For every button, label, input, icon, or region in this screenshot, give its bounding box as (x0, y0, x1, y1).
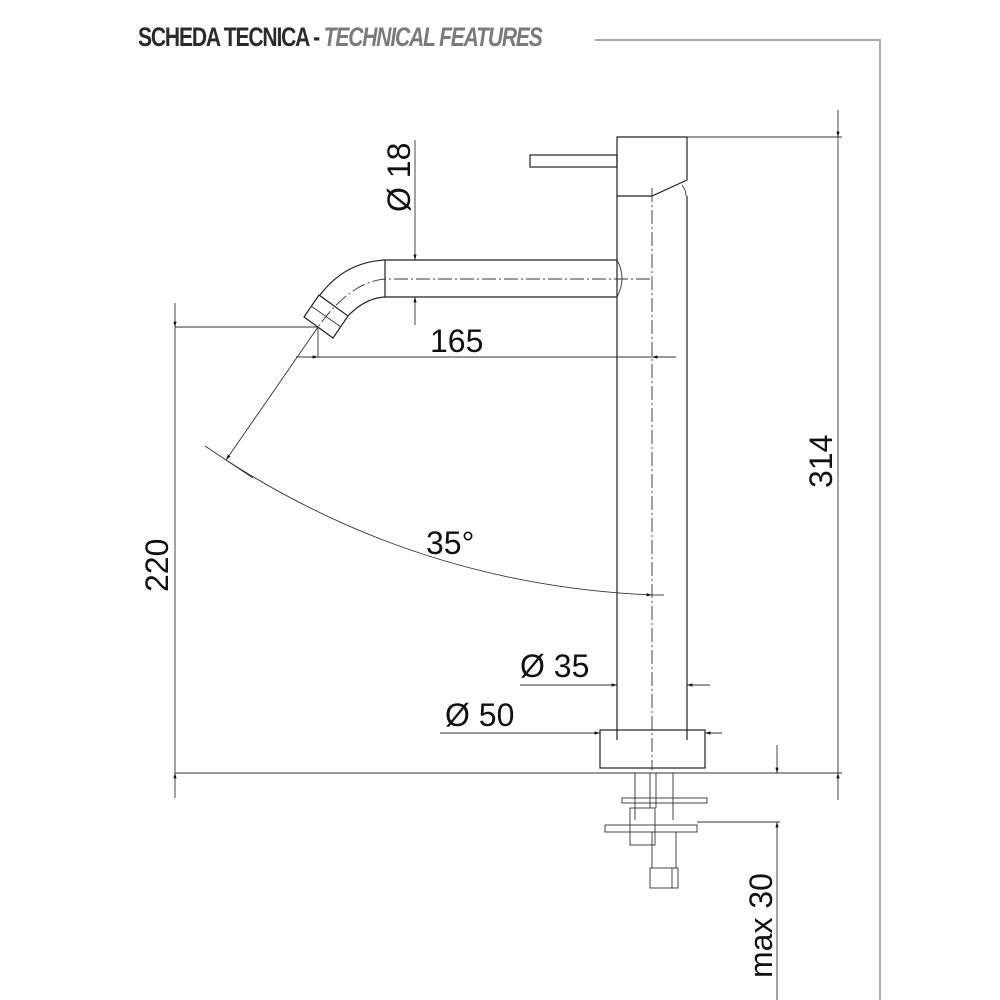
title-english: TECHNICAL FEATURES (323, 22, 543, 52)
label-base-diameter: Ø 50 (445, 697, 514, 733)
lever-handle (529, 154, 618, 168)
label-reach: 165 (430, 323, 483, 359)
frame-lines (595, 39, 881, 1000)
mounting-kit (604, 773, 708, 889)
label-spout-diameter: Ø 18 (381, 143, 417, 212)
label-total-height: 314 (803, 435, 839, 488)
page-title: SCHEDA TECNICA - TECHNICAL FEATURES (138, 22, 543, 53)
faucet-body (303, 136, 708, 889)
aerator (303, 294, 349, 339)
base-flange (599, 729, 706, 769)
spout (319, 259, 617, 296)
title-italian: SCHEDA TECNICA - (138, 22, 320, 52)
label-angle: 35° (426, 525, 474, 561)
dimension-lines (173, 110, 842, 1000)
label-body-diameter: Ø 35 (520, 648, 589, 684)
label-max-thickness: max 30 (743, 873, 779, 978)
label-spout-height: 220 (139, 539, 175, 592)
